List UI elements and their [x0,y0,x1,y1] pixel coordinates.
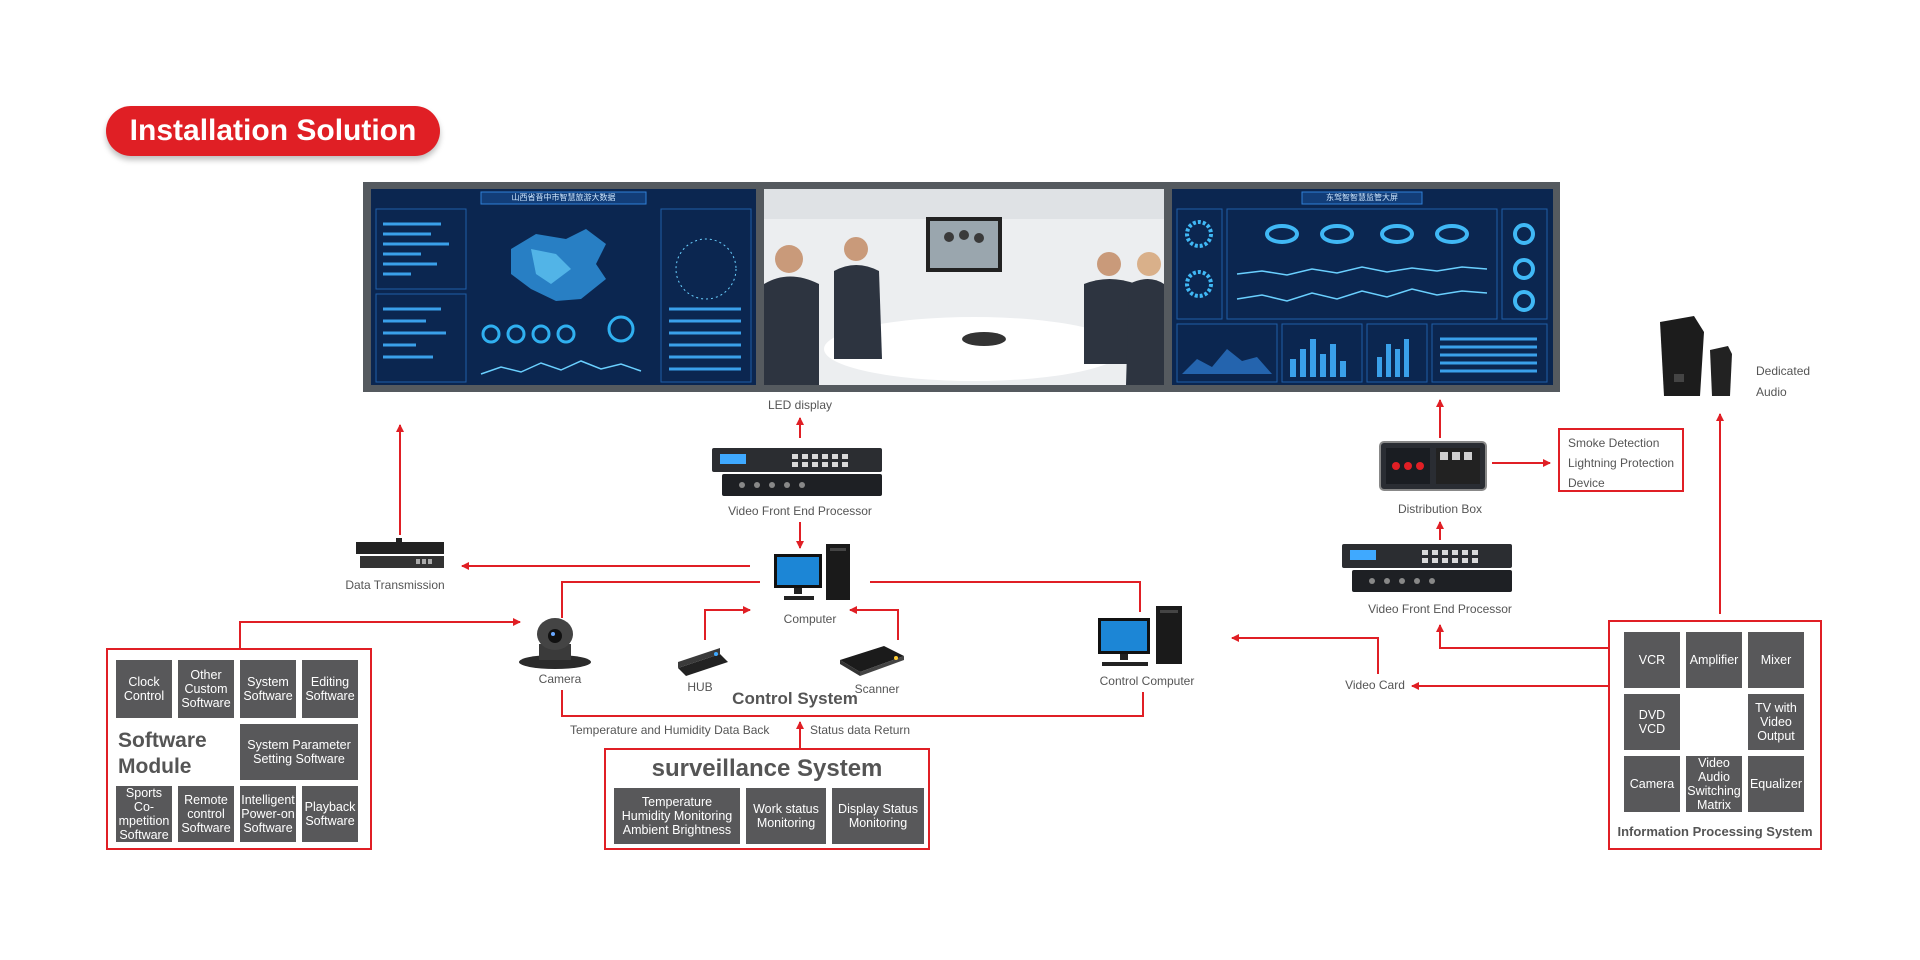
hub-icon [672,640,732,676]
software-module-box: Clock Control Other Custom Software Syst… [106,648,372,850]
tile-remote-control-software: Remote control Software [178,786,234,842]
tile-display-status-monitoring: Display Status Monitoring [832,788,924,844]
tile-editing-software: Editing Software [302,660,358,718]
label-control-system: Control System [732,689,858,708]
information-processing-box: VCR Amplifier Mixer DVD VCD TV with Vide… [1608,620,1822,850]
label-computer: Computer [783,612,837,626]
tile-camera: Camera [1624,756,1680,812]
distribution-box-icon [1378,438,1488,494]
tile-intelligent-power-on-software: Intelligent Power-on Software [240,786,296,842]
label-scanner: Scanner [854,682,900,696]
camera-icon [515,614,595,670]
smoke-line2: Lightning Protection [1568,456,1675,470]
surveillance-heading: surveillance System [651,755,883,782]
tile-system-software: System Software [240,660,296,718]
right-dashboard-title: 东驾智智慧监管大屏 [1326,193,1398,202]
smoke-line1: Smoke Detection [1568,436,1660,450]
tile-other-custom-software: Other Custom Software [178,660,234,718]
page-title: Installation Solution [106,106,440,156]
label-video-front-end-processor-right: Video Front End Processor [1368,602,1512,616]
tile-vcr: VCR [1624,632,1680,688]
tile-video-audio-switching-matrix: Video Audio Switching Matrix [1686,756,1742,812]
control-computer-icon [1094,602,1190,668]
smoke-line3: Device [1568,476,1605,490]
tile-dvd-vcd: DVD VCD [1624,694,1680,750]
info-processing-heading: Information Processing System [1617,824,1813,839]
tile-system-parameter-setting-software: System Parameter Setting Software [240,724,358,780]
smoke-detection-box: Smoke Detection Lightning Protection Dev… [1558,428,1684,492]
label-hub: HUB [687,680,713,694]
tile-tv-with-video-output: TV with Video Output [1748,694,1804,750]
tile-sports-competition-software: Sports Co-mpetition Software [116,786,172,842]
tile-clock-control: Clock Control [116,660,172,718]
scanner-icon [838,642,906,678]
left-dashboard-title: 山西省晋中市智慧旅游大数据 [511,193,616,202]
label-temperature-humidity-data-back: Temperature and Humidity Data Back [570,723,770,737]
computer-icon [766,544,856,604]
dashboard-screen-right: 东驾智智慧监管大屏 [1172,189,1553,385]
data-transmission-icon [356,538,444,572]
label-video-front-end-processor: Video Front End Processor [728,504,872,518]
led-display-wall: 山西省晋中市智慧旅游大数据 [363,182,1560,392]
video-processor-icon [712,446,882,501]
label-led-display: LED display [767,398,833,412]
label-data-transmission: Data Transmission [345,578,445,592]
software-module-heading-2: Module [118,755,192,778]
conference-photo [764,189,1164,385]
video-processor-right-icon [1342,542,1512,597]
label-control-computer: Control Computer [1099,674,1195,688]
label-camera: Camera [538,672,582,686]
label-distribution-box: Distribution Box [1397,502,1483,516]
tile-equalizer: Equalizer [1748,756,1804,812]
tile-playback-software: Playback Software [302,786,358,842]
tile-amplifier: Amplifier [1686,632,1742,688]
label-status-data-return: Status data Return [810,723,911,737]
tile-work-status-monitoring: Work status Monitoring [746,788,826,844]
tile-temperature-humidity-monitoring: Temperature Humidity Monitoring Ambient … [614,788,740,844]
tile-mixer: Mixer [1748,632,1804,688]
software-module-heading-1: Software [118,729,207,752]
label-video-card: Video Card [1345,678,1405,692]
speakers-icon [1654,312,1736,398]
label-dedicated-audio-line2: Audio [1756,385,1787,399]
surveillance-system-box: surveillance System Temperature Humidity… [604,748,930,850]
dashboard-screen-left: 山西省晋中市智慧旅游大数据 [371,189,756,385]
label-dedicated-audio-line1: Dedicated [1756,364,1811,378]
